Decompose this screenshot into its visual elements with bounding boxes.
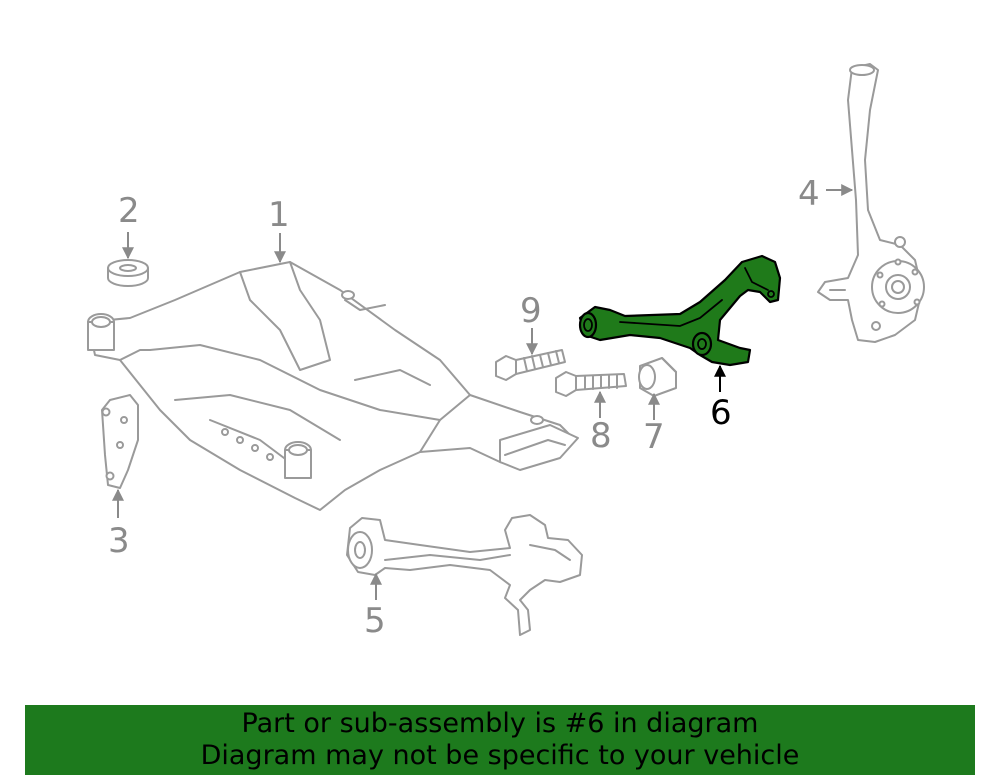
lower-control-arm-part-6[interactable] (578, 254, 782, 367)
washer-part-2[interactable] (107, 259, 149, 287)
parts-diagram: 1 2 3 4 5 6 7 8 9 (87, 63, 925, 641)
callout-7: 7 (643, 417, 665, 457)
banner-line-1: Part or sub-assembly is #6 in diagram (241, 708, 759, 739)
callout-8: 8 (590, 416, 612, 456)
callout-1: 1 (268, 195, 290, 235)
callout-9: 9 (520, 291, 542, 331)
control-arm-part-5[interactable] (346, 514, 583, 636)
callout-2: 2 (118, 191, 140, 231)
subframe-part-1[interactable] (87, 261, 579, 511)
bolt-part-9[interactable] (495, 349, 566, 381)
callout-5: 5 (364, 601, 386, 641)
knuckle-part-4[interactable] (817, 63, 925, 343)
notice-banner: Part or sub-assembly is #6 in diagram Di… (25, 705, 975, 775)
callout-6: 6 (710, 393, 732, 433)
bolt-part-8[interactable] (555, 371, 627, 397)
bracket-part-3[interactable] (101, 394, 139, 489)
banner-line-2: Diagram may not be specific to your vehi… (200, 740, 800, 771)
callout-3: 3 (108, 521, 130, 561)
callout-4: 4 (798, 174, 820, 214)
bushing-part-7[interactable] (638, 357, 677, 397)
